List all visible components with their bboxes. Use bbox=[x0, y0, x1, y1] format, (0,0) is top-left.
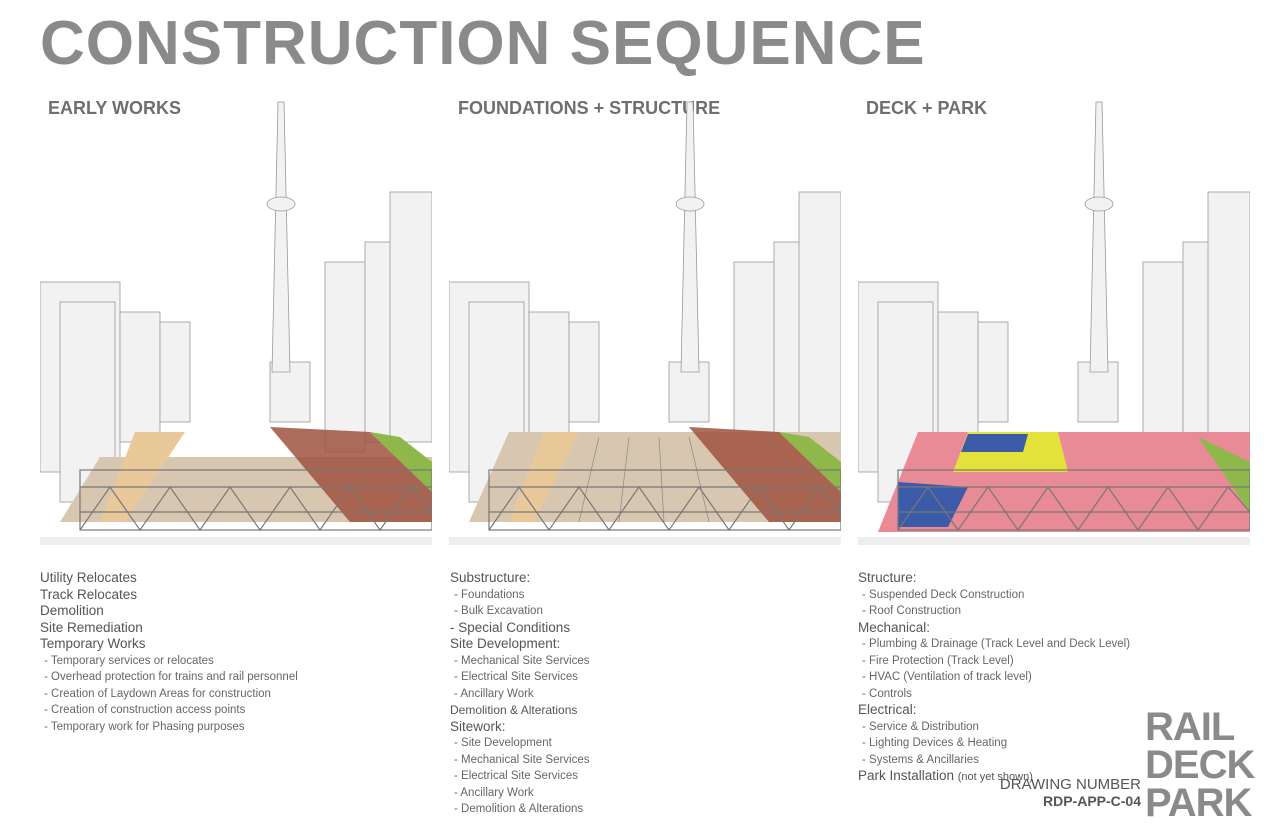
list-item: Mechanical: bbox=[858, 619, 931, 635]
list-item: Demolition bbox=[40, 603, 104, 618]
list-item: - Ancillary Work bbox=[454, 687, 534, 700]
list-item: - Roof Construction bbox=[862, 605, 962, 617]
list-item: - HVAC (Ventilation of track level) bbox=[862, 671, 1032, 683]
list-item: - Ancillary Work bbox=[454, 786, 534, 799]
list-item: - Foundations bbox=[454, 588, 525, 601]
drawing-number-block: DRAWING NUMBER RDP-APP-C-04 bbox=[985, 776, 1141, 809]
list-item: Structure: bbox=[858, 570, 917, 585]
city-illustration bbox=[858, 101, 1250, 545]
list-item: Demolition & Alterations bbox=[450, 703, 578, 717]
list-item: - Demolition & Alterations bbox=[454, 803, 584, 815]
list-item-note: (not yet shown) bbox=[957, 771, 1033, 783]
list-item: - Special Conditions bbox=[450, 619, 571, 635]
list-item-row: Park Installation (not yet shown) bbox=[858, 768, 1158, 786]
list-item: - Bulk Excavation bbox=[454, 605, 543, 617]
logo-line-deck: DECK bbox=[1145, 743, 1255, 787]
page-title: CONSTRUCTION SEQUENCE bbox=[40, 9, 926, 78]
list-item: - Creation of Laydown Areas for construc… bbox=[44, 687, 271, 700]
rendering-early-works bbox=[40, 92, 432, 552]
list-item: - Systems & Ancillaries bbox=[862, 753, 979, 766]
list-item: Site Development: bbox=[450, 636, 561, 651]
list-item: - Mechanical Site Services bbox=[454, 654, 590, 667]
heading-early-works: EARLY WORKS bbox=[48, 98, 182, 118]
drawing-number: RDP-APP-C-04 bbox=[1042, 793, 1141, 809]
logo-line-rail: RAIL bbox=[1145, 705, 1235, 749]
list-item: Temporary Works bbox=[40, 636, 146, 651]
list-item: - Suspended Deck Construction bbox=[862, 588, 1025, 601]
list-item: - Lighting Devices & Heating bbox=[862, 737, 1008, 749]
list-item: Utility Relocates bbox=[40, 570, 137, 585]
list-item: - Electrical Site Services bbox=[454, 671, 578, 683]
list-item: - Service & Distribution bbox=[862, 720, 979, 733]
list-item: Substructure: bbox=[450, 570, 531, 585]
rendering-foundations-structure bbox=[449, 92, 841, 552]
deck-park-list: Structure: - Suspended Deck Construction -… bbox=[858, 570, 1158, 786]
list-item: - Site Development bbox=[454, 737, 552, 749]
list-item: - Overhead protection for trains and rai… bbox=[44, 671, 298, 683]
city-illustration bbox=[40, 101, 432, 545]
list-item: - Controls bbox=[862, 687, 912, 700]
list-item: - Plumbing & Drainage (Track Level and D… bbox=[862, 638, 1131, 650]
rendering-deck-park bbox=[858, 92, 1250, 552]
logo-line-park: PARK bbox=[1145, 781, 1252, 825]
list-item: Track Relocates bbox=[40, 586, 138, 602]
heading-deck-park: DECK + PARK bbox=[866, 98, 988, 118]
list-item: - Creation of construction access points bbox=[44, 704, 246, 716]
list-item: - Electrical Site Services bbox=[454, 770, 578, 782]
foundations-structure-list: Substructure: - Foundations - Bulk Excavat… bbox=[450, 570, 845, 818]
list-item: - Fire Protection (Track Level) bbox=[862, 654, 1014, 667]
list-item: - Temporary services or relocates bbox=[44, 654, 214, 667]
rail-deck-park-logo: RAIL DECK PARK bbox=[1145, 705, 1255, 825]
heading-foundations-structure: FOUNDATIONS + STRUCTURE bbox=[458, 98, 721, 118]
list-item: Site Remediation bbox=[40, 619, 143, 635]
list-item: - Mechanical Site Services bbox=[454, 753, 590, 766]
city-illustration bbox=[449, 101, 841, 545]
list-item: - Temporary work for Phasing purposes bbox=[44, 720, 245, 733]
list-item: Sitework: bbox=[450, 718, 506, 734]
list-item: Electrical: bbox=[858, 702, 917, 717]
drawing-number-label: DRAWING NUMBER bbox=[999, 776, 1141, 793]
list-item: Park Installation bbox=[858, 768, 955, 783]
